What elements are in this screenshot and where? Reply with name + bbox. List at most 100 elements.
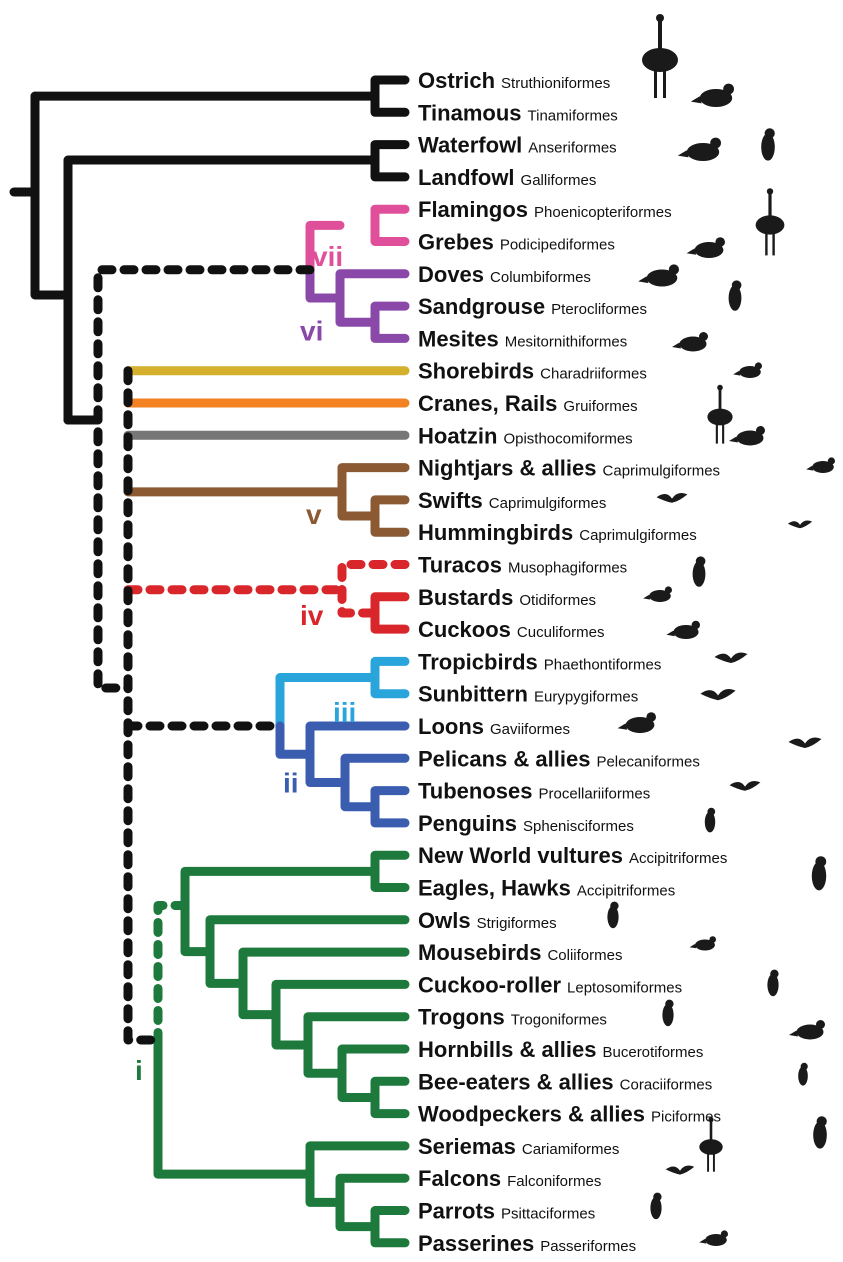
taxon-label: Tinamous Tinamiformes	[418, 100, 618, 125]
taxon-order-name: Columbiformes	[490, 269, 591, 286]
taxon-common-name: Hoatzin	[418, 423, 497, 448]
taxon-label: Flamingos Phoenicopteriformes	[418, 197, 672, 222]
taxon-common-name: New World vultures	[418, 843, 623, 868]
taxon-common-name: Doves	[418, 262, 484, 287]
taxon-common-name: Shorebirds	[418, 359, 534, 384]
taxon-common-name: Cuckoo-roller	[418, 972, 561, 997]
taxon-label: Nightjars & alliesCaprimulgiformes	[418, 456, 720, 481]
crane-icon	[707, 385, 732, 444]
branch-clade-vii	[375, 209, 405, 241]
taxon-order-name: Falconiformes	[507, 1173, 601, 1190]
tropicbird-icon	[715, 653, 748, 664]
taxon-label: Tubenoses Procellariiformes	[418, 779, 650, 804]
nightjar-icon	[806, 457, 835, 473]
taxon-common-name: Woodpeckers & allies	[418, 1102, 645, 1127]
bee-eater-icon	[798, 1063, 808, 1086]
penguin-icon	[705, 808, 715, 833]
taxon-order-name: Otidiformes	[519, 592, 596, 609]
taxon-label: Cuckoos Cuculiformes	[418, 617, 604, 642]
bustard-icon	[643, 586, 672, 602]
taxon-order-name: Sphenisciformes	[523, 818, 634, 835]
taxon-order-name: Charadriiformes	[540, 366, 647, 383]
flamingo-icon	[756, 188, 785, 255]
dove-icon	[638, 264, 679, 286]
clade-label-vi: vi	[300, 315, 323, 346]
taxon-label: OstrichStruthioniformes	[418, 68, 610, 93]
taxon-order-name: Pterocliformes	[551, 301, 647, 318]
taxon-common-name: Falcons	[418, 1166, 501, 1191]
taxon-order-name: Tinamiformes	[528, 107, 618, 124]
taxon-order-name: Phoenicopteriformes	[534, 204, 672, 221]
taxon-common-name: Mesites	[418, 326, 499, 351]
taxon-common-name: Waterfowl	[418, 133, 522, 158]
rooster-icon	[761, 128, 775, 160]
taxon-order-name: Piciformes	[651, 1109, 721, 1126]
taxon-common-name: Tinamous	[418, 100, 522, 125]
taxon-label: Penguins Sphenisciformes	[418, 811, 634, 836]
cuckoo-roller-icon	[767, 970, 778, 997]
sunbittern-icon	[700, 689, 735, 700]
sandgrouse-icon	[729, 280, 742, 310]
taxon-order-name: Procellariiformes	[539, 786, 651, 803]
taxon-order-name: Strigiformes	[477, 915, 557, 932]
taxon-common-name: Bee-eaters & allies	[418, 1069, 614, 1094]
taxon-order-name: Leptosomiformes	[567, 979, 682, 996]
branch-aequornithes-upper	[280, 678, 375, 726]
taxon-order-name: Coraciiformes	[620, 1076, 713, 1093]
taxon-common-name: Parrots	[418, 1199, 495, 1224]
branch-neoaves-polytomy	[128, 371, 158, 1040]
taxon-order-name: Galliformes	[521, 172, 597, 189]
taxon-common-name: Tubenoses	[418, 779, 533, 804]
branch-galloanserae	[375, 145, 405, 177]
taxon-common-name: Penguins	[418, 811, 517, 836]
clade-label-iv: iv	[300, 600, 324, 631]
taxon-common-name: Swifts	[418, 488, 483, 513]
taxon-label: Eagles, HawksAccipitriformes	[418, 876, 675, 901]
clade-label-vii: vii	[312, 241, 343, 272]
taxon-label: TropicbirdsPhaethontiformes	[418, 649, 661, 674]
pelican-icon	[789, 738, 822, 749]
taxon-label: Doves Columbiformes	[418, 262, 591, 287]
loon-icon	[618, 712, 656, 733]
branch-bustards-cuckoos	[375, 597, 405, 629]
taxon-common-name: Passerines	[418, 1231, 534, 1256]
taxon-order-name: Cuculiformes	[517, 624, 605, 641]
clade-label-iii: iii	[333, 697, 356, 728]
taxon-common-name: Owls	[418, 908, 471, 933]
taxon-common-name: Flamingos	[418, 197, 528, 222]
taxon-common-name: Eagles, Hawks	[418, 876, 571, 901]
taxon-label: SeriemasCariamiformes	[418, 1134, 619, 1159]
taxon-order-name: Opisthocomiformes	[503, 430, 632, 447]
branch-root	[35, 96, 68, 295]
clade-label-v: v	[306, 499, 322, 530]
taxon-order-name: Podicipediformes	[500, 237, 615, 254]
taxon-common-name: Hummingbirds	[418, 520, 573, 545]
clade-label-ii: ii	[283, 768, 299, 799]
taxon-order-name: Psittaciformes	[501, 1206, 595, 1223]
trogon-icon	[662, 1000, 673, 1027]
shorebird-icon	[733, 362, 762, 378]
swift-icon	[657, 493, 688, 503]
taxon-label: New World vulturesAccipitriformes	[418, 843, 727, 868]
bird-silhouettes	[607, 14, 835, 1246]
taxon-common-name: Landfowl	[418, 165, 515, 190]
taxon-label: Sandgrouse Pterocliformes	[418, 294, 647, 319]
hummingbird-icon	[788, 521, 812, 529]
tree-branches	[14, 80, 405, 1243]
taxon-order-name: Phaethontiformes	[544, 656, 662, 673]
ostrich-icon	[642, 14, 678, 98]
taxon-order-name: Cariamiformes	[522, 1141, 620, 1158]
taxon-common-name: Turacos	[418, 553, 502, 578]
passerine-icon	[699, 1230, 728, 1246]
taxon-common-name: Cuckoos	[418, 617, 511, 642]
taxon-order-name: Gruiformes	[563, 398, 637, 415]
taxon-common-name: Sandgrouse	[418, 294, 545, 319]
